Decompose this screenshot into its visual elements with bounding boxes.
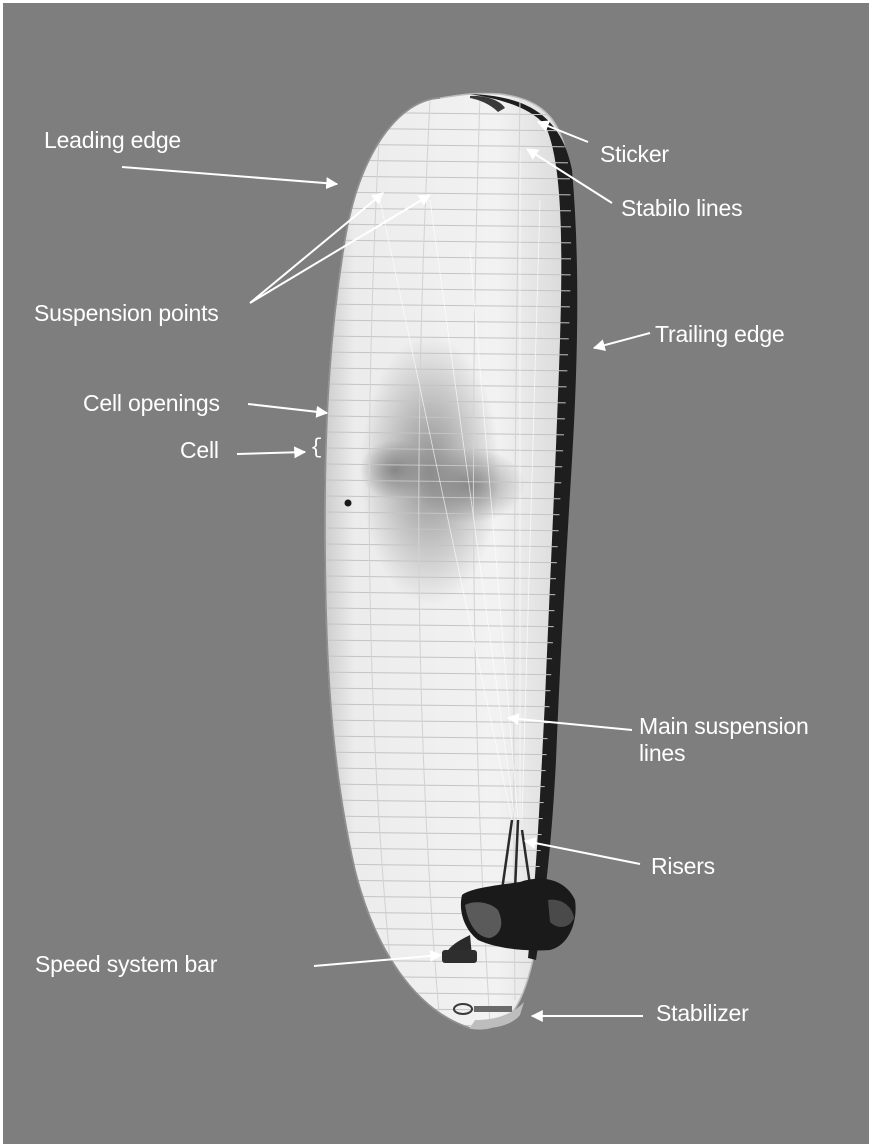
arrow-leading-edge: [122, 167, 337, 184]
arrow-cell-openings: [248, 404, 327, 413]
cell-brace: {: [310, 437, 323, 460]
label-suspension-points: Suspension points: [34, 300, 219, 327]
label-stabilizer: Stabilizer: [656, 1000, 749, 1027]
label-cell-openings: Cell openings: [83, 390, 220, 417]
arrow-trailing-edge: [594, 333, 650, 348]
label-speed-system-bar: Speed system bar: [35, 951, 217, 978]
label-risers: Risers: [651, 853, 715, 880]
pilot-shadow: [415, 447, 525, 523]
cell-rib: [320, 1024, 580, 1027]
label-cell: Cell: [180, 437, 219, 464]
label-leading-edge: Leading edge: [44, 127, 181, 154]
canopy-mark: [345, 500, 352, 507]
label-sticker: Sticker: [600, 141, 669, 168]
label-stabilo-lines: Stabilo lines: [621, 195, 742, 222]
arrow-cell: [237, 452, 305, 454]
label-main-suspension-lines: Main suspension lines: [639, 713, 809, 767]
label-trailing-edge: Trailing edge: [655, 321, 785, 348]
